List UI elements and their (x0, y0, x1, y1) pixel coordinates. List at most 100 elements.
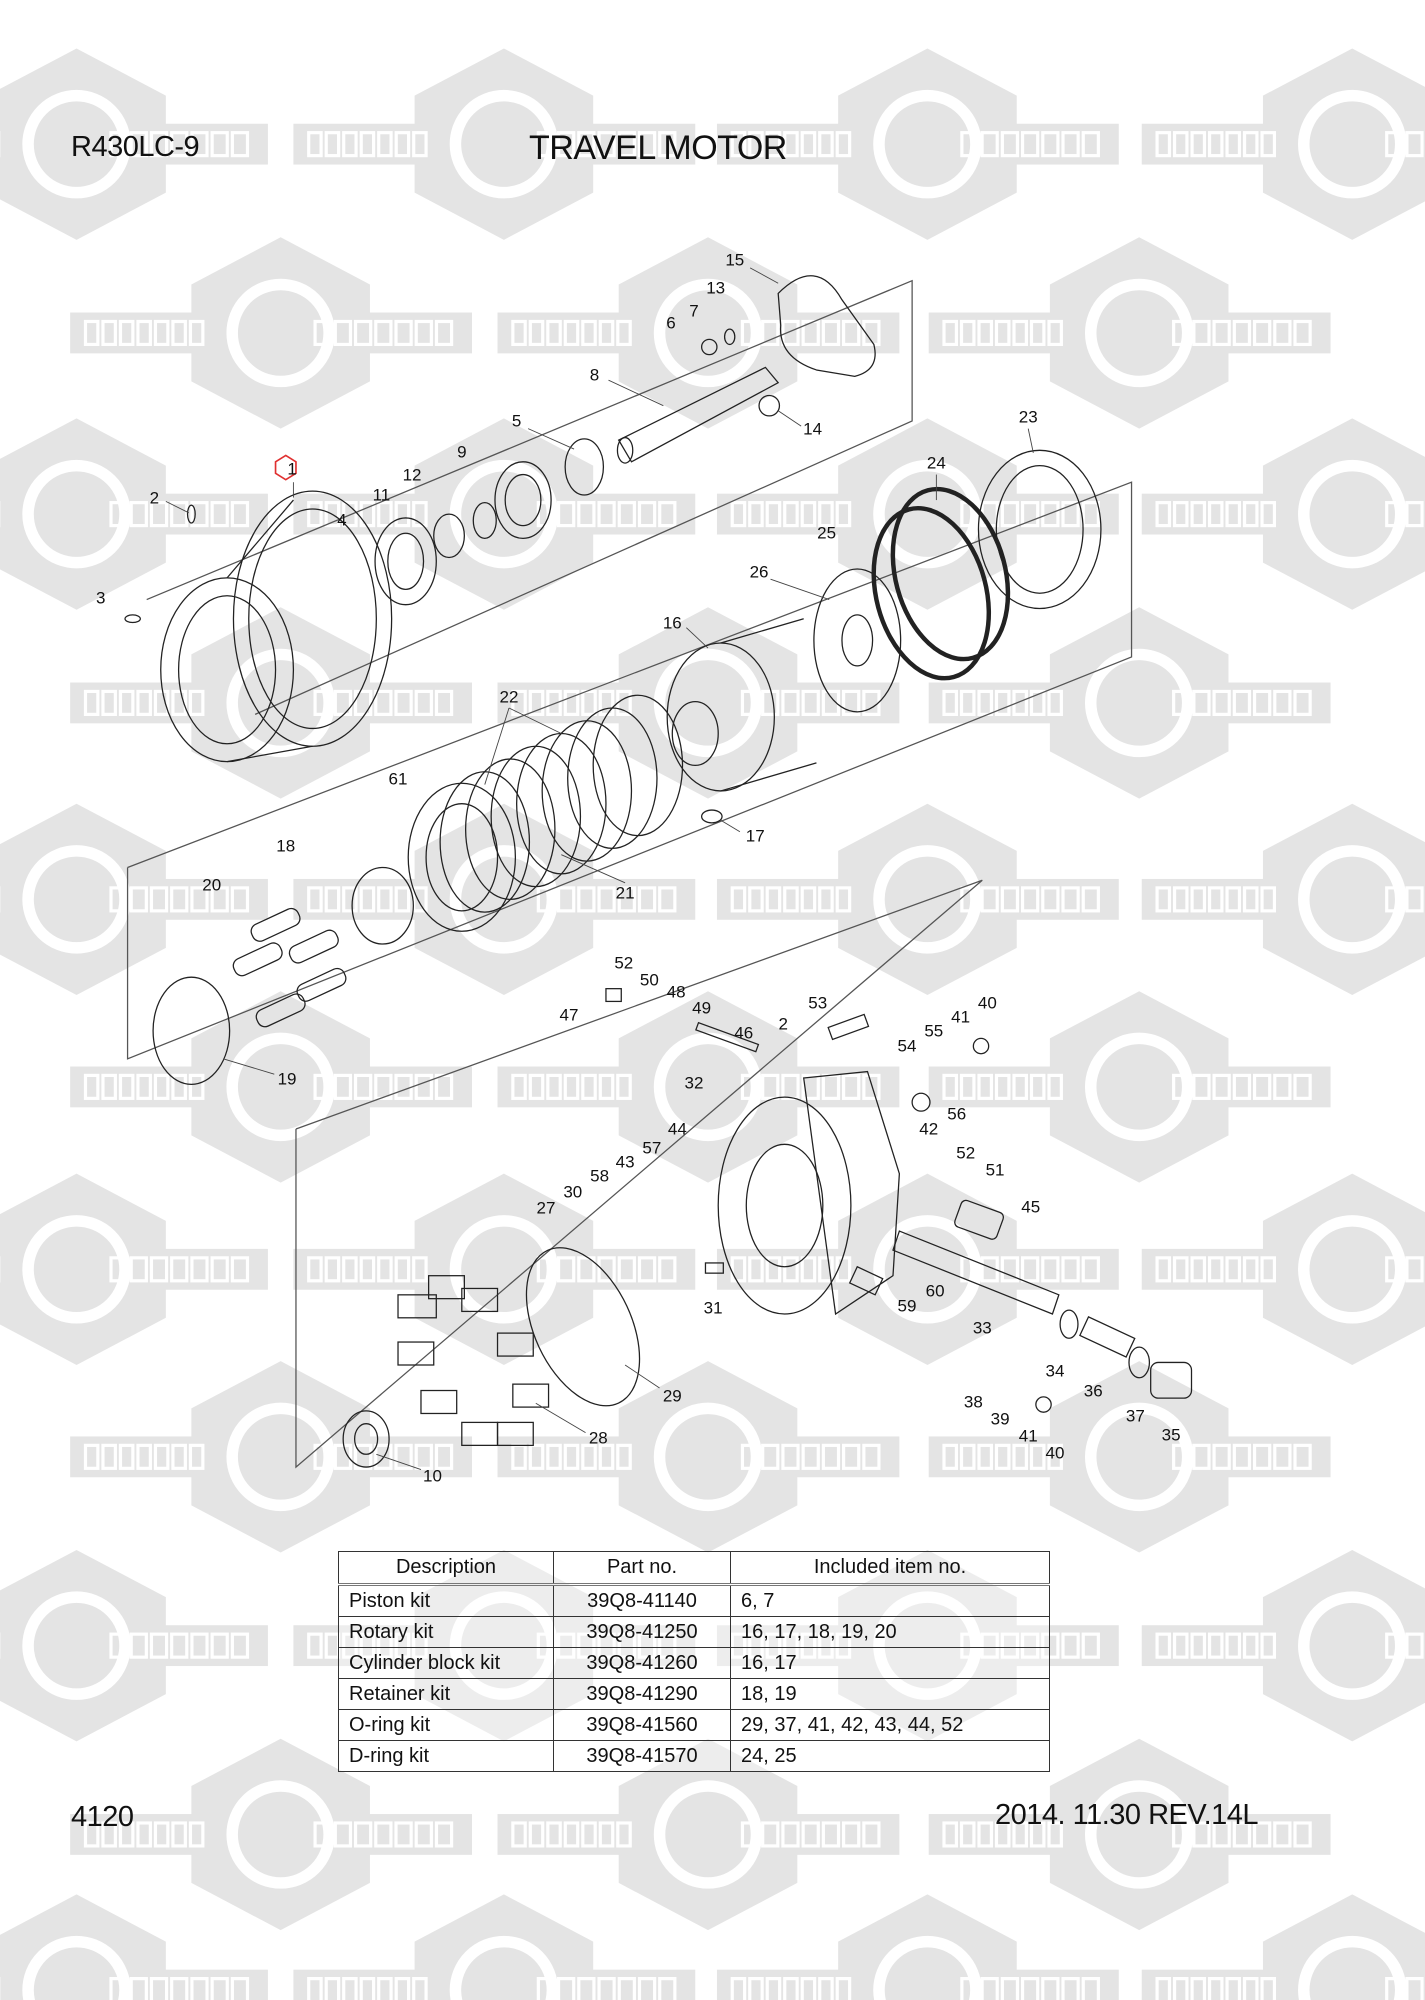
callout-10[interactable]: 10 (422, 1466, 442, 1486)
watermark-logo (497, 1738, 900, 1931)
callout-36[interactable]: 36 (1083, 1381, 1103, 1400)
part-shaft-8 (617, 366, 780, 463)
callout-24[interactable]: 24 (926, 453, 946, 473)
callout-52[interactable]: 52 (614, 953, 634, 973)
part-plate-15 (777, 275, 876, 377)
callout-30[interactable]: 30 (563, 1182, 583, 1201)
callout-49[interactable]: 49 (692, 998, 712, 1018)
callout-54[interactable]: 54 (897, 1036, 917, 1056)
callout-42[interactable]: 42 (919, 1119, 939, 1139)
callout-27[interactable]: 27 (536, 1198, 556, 1218)
callout-11[interactable]: 11 (372, 485, 391, 505)
callout-22[interactable]: 22 (499, 687, 519, 707)
callout-40[interactable]: 40 (977, 993, 997, 1013)
cell-included-items: 6, 7 (730, 1584, 1050, 1617)
callout-18[interactable]: 18 (276, 836, 296, 856)
callout-59[interactable]: 59 (897, 1296, 917, 1316)
callout-37[interactable]: 37 (1125, 1406, 1145, 1426)
part-seal-4 (374, 517, 437, 606)
callout-58[interactable]: 58 (590, 1166, 610, 1186)
callout-60[interactable]: 60 (925, 1281, 945, 1301)
callout-41[interactable]: 41 (951, 1007, 971, 1027)
watermark-logo (0, 418, 268, 610)
cell-part-no: 39Q8-41570 (553, 1740, 731, 1772)
callout-53[interactable]: 53 (808, 993, 828, 1013)
callout-44[interactable]: 44 (667, 1119, 687, 1139)
callout-32[interactable]: 32 (684, 1073, 704, 1093)
callout-15[interactable]: 15 (725, 250, 745, 270)
callout-26[interactable]: 26 (749, 562, 769, 581)
watermark-logo (716, 48, 1119, 240)
col-header-included-items: Included item no. (730, 1551, 1050, 1585)
callout-14[interactable]: 14 (803, 419, 823, 439)
callout-51[interactable]: 51 (985, 1160, 1005, 1180)
callout-61[interactable]: 61 (388, 769, 408, 789)
callout-41[interactable]: 41 (1018, 1426, 1038, 1446)
group-outline-upper (146, 279, 913, 715)
part-ball-guide-18 (351, 866, 414, 945)
watermark-logo (1141, 803, 1425, 996)
callout-17[interactable]: 17 (745, 826, 765, 846)
callout-23[interactable]: 23 (1018, 407, 1038, 427)
group-outline-lower (295, 879, 983, 1469)
callout-52[interactable]: 52 (956, 1143, 976, 1163)
part-plug-40b (1035, 1396, 1052, 1413)
callout-29[interactable]: 29 (662, 1386, 682, 1406)
callout-3[interactable]: 3 (96, 588, 106, 608)
callout-6[interactable]: 6 (666, 313, 676, 333)
callout-55[interactable]: 55 (924, 1021, 944, 1041)
watermark-logo (1141, 418, 1425, 610)
callout-1[interactable]: 1 (287, 459, 297, 479)
watermark-logo (0, 1549, 268, 1742)
callout-12[interactable]: 12 (402, 465, 422, 485)
callout-7[interactable]: 7 (689, 301, 699, 321)
cell-description: Piston kit (338, 1584, 554, 1617)
watermark-logo (928, 607, 1331, 799)
callout-43[interactable]: 43 (615, 1152, 635, 1172)
callout-16[interactable]: 16 (662, 613, 682, 633)
callout-21[interactable]: 21 (615, 883, 635, 903)
callout-19[interactable]: 19 (277, 1069, 297, 1089)
callout-57[interactable]: 57 (642, 1138, 662, 1158)
part-housing (124, 490, 393, 763)
part-pin-46 (695, 1021, 760, 1053)
callout-39[interactable]: 39 (990, 1409, 1010, 1429)
callout-50[interactable]: 50 (639, 970, 659, 990)
watermark-logo (928, 991, 1331, 1183)
cell-description: Rotary kit (338, 1616, 554, 1648)
kit-table: Description Part no. Included item no. P… (338, 1551, 1050, 1772)
cell-part-no: 39Q8-41560 (553, 1709, 731, 1741)
callout-13[interactable]: 13 (706, 278, 726, 298)
watermark-logo (293, 1894, 696, 2000)
callout-45[interactable]: 45 (1021, 1197, 1041, 1217)
callout-31[interactable]: 31 (703, 1298, 723, 1318)
cell-included-items: 16, 17, 18, 19, 20 (730, 1616, 1050, 1648)
callout-2[interactable]: 2 (778, 1014, 788, 1034)
watermark-logo (497, 991, 900, 1183)
callout-46[interactable]: 46 (734, 1023, 754, 1043)
callout-4[interactable]: 4 (337, 510, 347, 530)
callout-48[interactable]: 48 (666, 982, 686, 1002)
callout-35[interactable]: 35 (1161, 1425, 1181, 1445)
part-d-ring-25 (871, 505, 992, 681)
callout-28[interactable]: 28 (588, 1428, 608, 1448)
callout-40[interactable]: 40 (1045, 1443, 1065, 1463)
callout-56[interactable]: 56 (947, 1104, 967, 1124)
watermark-logo (1141, 1173, 1425, 1365)
callout-2[interactable]: 2 (149, 488, 160, 508)
cell-description: O-ring kit (338, 1709, 554, 1741)
callout-8[interactable]: 8 (589, 365, 600, 385)
watermark-logo (0, 1173, 268, 1365)
callout-20[interactable]: 20 (202, 875, 222, 895)
callout-38[interactable]: 38 (963, 1392, 983, 1412)
callout-33[interactable]: 33 (972, 1318, 992, 1338)
callout-47[interactable]: 47 (559, 1005, 579, 1025)
callout-25[interactable]: 25 (817, 523, 837, 543)
callout-9[interactable]: 9 (457, 442, 467, 462)
callout-5[interactable]: 5 (511, 411, 522, 431)
part-snap-ring-5 (564, 438, 605, 496)
callout-34[interactable]: 34 (1045, 1361, 1065, 1381)
part-plug-40 (972, 1037, 990, 1055)
cell-part-no: 39Q8-41260 (553, 1647, 731, 1679)
